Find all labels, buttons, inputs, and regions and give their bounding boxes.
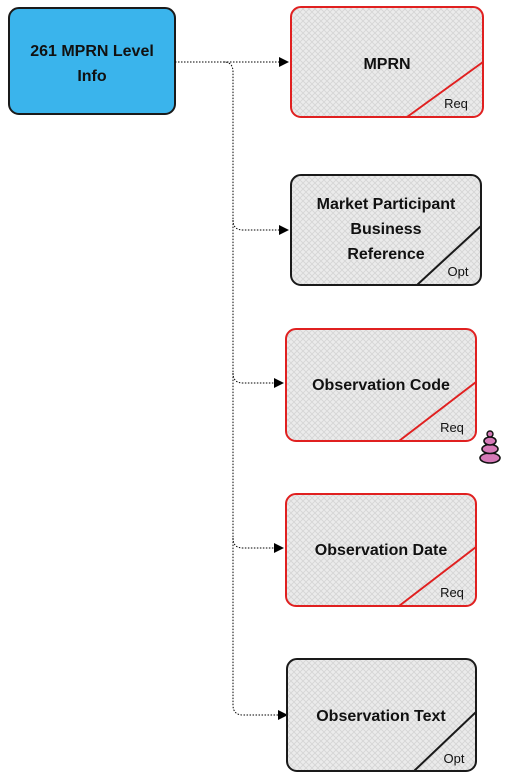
corner-divider bbox=[406, 61, 484, 118]
child-node-label: Observation Code bbox=[312, 377, 450, 394]
corner-divider bbox=[413, 711, 477, 772]
child-node-mprn[interactable]: MPRN Req bbox=[290, 6, 484, 118]
corner-divider bbox=[398, 546, 477, 607]
connector-to-observation-code bbox=[232, 372, 284, 388]
child-node-label: MPRN bbox=[363, 56, 410, 73]
root-node-label-line1: 261 MPRN Level bbox=[30, 43, 154, 60]
child-node-label-line2: Business bbox=[350, 221, 421, 238]
connectors bbox=[175, 57, 289, 720]
connector-to-observation-date bbox=[232, 537, 284, 553]
child-node-observation-text[interactable]: Observation Text Opt bbox=[286, 658, 477, 772]
child-node-label-line3: Reference bbox=[347, 246, 424, 263]
root-node[interactable]: 261 MPRN Level Info bbox=[8, 7, 176, 115]
child-node-label-line1: Market Participant bbox=[317, 196, 456, 213]
child-node-box bbox=[285, 328, 477, 442]
child-node-box bbox=[286, 658, 477, 772]
connector-to-market-participant bbox=[232, 219, 289, 235]
child-node-box bbox=[285, 493, 477, 607]
child-node-label: Observation Text bbox=[316, 708, 446, 725]
requirement-tag: Req bbox=[440, 585, 464, 600]
stacked-rings-icon[interactable] bbox=[479, 430, 501, 464]
connector-trunk bbox=[175, 61, 286, 716]
child-node-label: Observation Date bbox=[315, 542, 448, 559]
requirement-tag: Req bbox=[440, 420, 464, 435]
child-node-observation-date[interactable]: Observation Date Req bbox=[285, 493, 477, 607]
root-node-label-line2: Info bbox=[77, 68, 107, 85]
corner-divider bbox=[416, 225, 482, 286]
child-node-market-participant-business-reference[interactable]: Market Participant Business Reference Op… bbox=[290, 174, 482, 286]
child-node-box bbox=[290, 174, 482, 286]
root-node-box bbox=[8, 7, 176, 115]
requirement-tag: Req bbox=[444, 96, 468, 111]
corner-divider bbox=[398, 381, 477, 442]
requirement-tag: Opt bbox=[444, 751, 465, 766]
requirement-tag: Opt bbox=[448, 264, 469, 279]
child-node-observation-code[interactable]: Observation Code Req bbox=[285, 328, 477, 442]
